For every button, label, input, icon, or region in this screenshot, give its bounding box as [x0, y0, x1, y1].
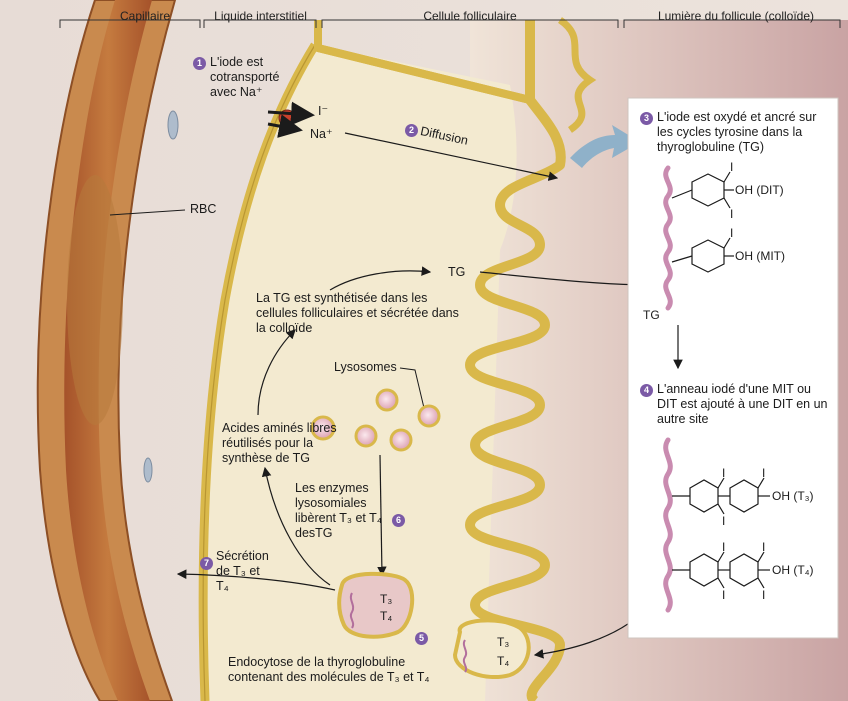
t4-oh-label: OH (T₄): [772, 563, 814, 577]
iodine-label-3: I: [730, 226, 733, 240]
iodine-label-9: I: [762, 540, 765, 554]
pocket-t4-label: T₄: [497, 654, 509, 668]
header-follicular-cell: Cellule folliculaire: [400, 9, 540, 23]
step-2-badge: 2: [405, 124, 418, 137]
iodine-label-6: I: [762, 466, 765, 480]
iodination-panel: [628, 98, 838, 638]
iodine-label-5: I: [722, 514, 725, 528]
red-blood-cell: [67, 175, 123, 425]
synthesis-note: La TG est synthétisée dans les cellules …: [256, 291, 466, 336]
iodide-label: I⁻: [318, 104, 328, 119]
t3-oh-label: OH (T₃): [772, 489, 814, 503]
vesicle-t3-label: T₃: [380, 592, 392, 606]
tg-panel-label: TG: [643, 308, 660, 322]
header-interstitial: Liquide interstitiel: [208, 9, 313, 23]
header-lumen: Lumière du follicule (colloïde): [636, 9, 836, 23]
step-3-text: L'iode est oxydé et ancré sur les cycles…: [657, 110, 833, 155]
step-5-text: Endocytose de la thyroglobuline contenan…: [228, 655, 458, 685]
step-4-text: L'anneau iodé d'une MIT ou DIT est ajout…: [657, 382, 833, 427]
endothelial-nucleus-2: [144, 458, 152, 482]
recycle-note: Acides aminés libres réutilisés pour la …: [222, 421, 347, 466]
endothelial-nucleus-1: [168, 111, 178, 139]
lysosomes-label: Lysosomes: [334, 360, 397, 375]
step-1-badge: 1: [193, 57, 206, 70]
step-4-badge: 4: [640, 384, 653, 397]
step-7-text: Sécrétion de T₃ et T₄: [216, 549, 274, 594]
pocket-t3-label: T₃: [497, 635, 509, 649]
vesicle-t4-label: T₄: [380, 609, 392, 623]
iodine-label-8: I: [722, 588, 725, 602]
step-3-badge: 3: [640, 112, 653, 125]
rbc-label: RBC: [190, 202, 216, 217]
iodine-label-1: I: [730, 160, 733, 174]
step-5-badge: 5: [415, 632, 428, 645]
iodine-label-10: I: [762, 588, 765, 602]
iodine-label-7: I: [722, 540, 725, 554]
step-7-badge: 7: [200, 557, 213, 570]
step-6-badge: 6: [392, 514, 405, 527]
sodium-label: Na⁺: [310, 127, 333, 142]
tg-center-label: TG: [448, 265, 465, 280]
iodine-label-2: I: [730, 207, 733, 221]
iodine-label-4: I: [722, 466, 725, 480]
header-capillary: Capillaire: [100, 9, 190, 23]
step-1-text: L'iode est cotransporté avec Na⁺: [210, 55, 288, 100]
mit-label: OH (MIT): [735, 249, 785, 263]
dit-label: OH (DIT): [735, 183, 784, 197]
step-6-text: Les enzymes lysosomiales libèrent T₃ et …: [295, 481, 385, 541]
endocytic-vesicle: [339, 574, 412, 637]
